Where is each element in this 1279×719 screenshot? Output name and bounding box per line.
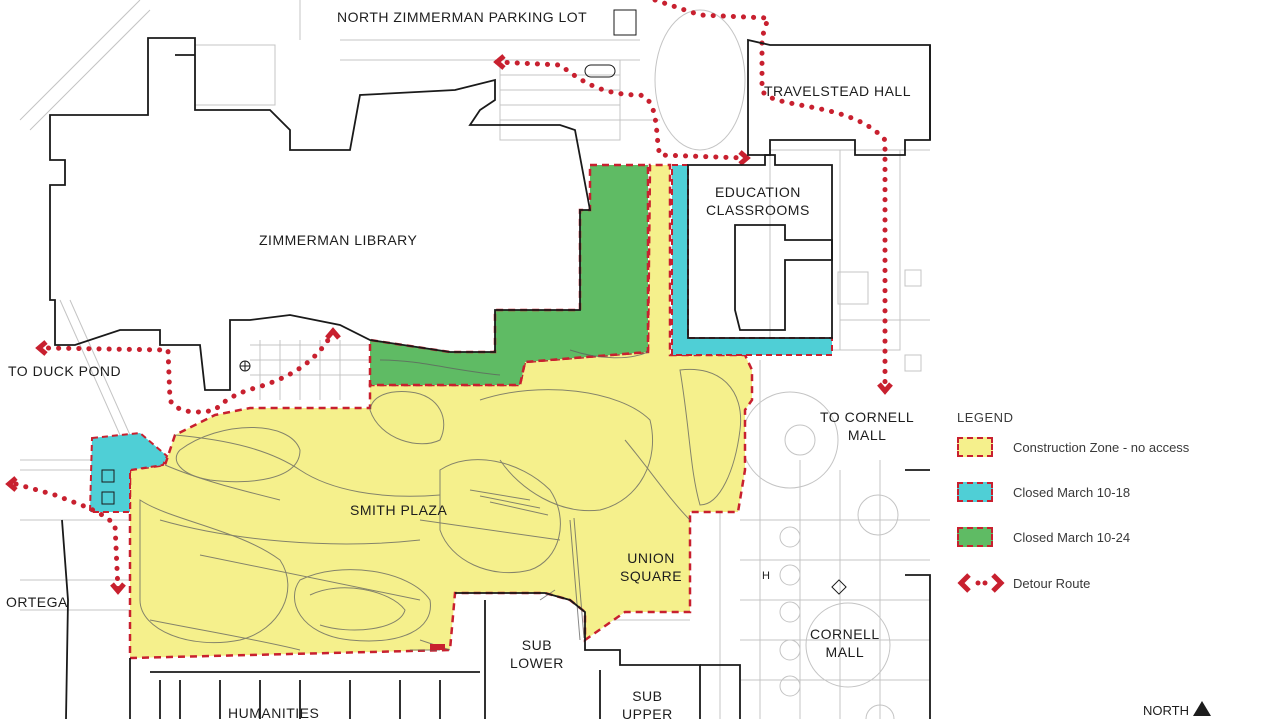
zimmerman-library-outline [49,37,592,391]
label-union-square: UNION SQUARE [620,549,682,585]
label-travelstead-hall: TRAVELSTEAD HALL [764,83,912,99]
travelstead-hall-outline [747,38,931,156]
label-sub-upper-line-1: SUB [632,688,663,704]
legend-item-detour: Detour Route [957,572,1090,594]
label-education-classrooms: EDUCATION CLASSROOMS [706,183,810,219]
label-cornell-mall: CORNELL MALL [810,625,880,661]
north-arrow-icon [1192,701,1211,716]
label-sub-lower-line-2: LOWER [510,655,564,671]
legend-label-detour: Detour Route [1013,575,1091,591]
label-humanities: HUMANITIES [228,705,320,719]
detour-arrowheads [5,54,893,595]
label-ortega: ORTEGA [6,594,68,610]
detour-route [13,0,888,593]
label-to-cornell-line-2: MALL [847,427,887,443]
legend-label-closed-short: Closed March 10-18 [1013,484,1131,500]
label-cornell-mall-line-2: MALL [825,644,865,660]
label-smith-plaza: SMITH PLAZA [350,502,448,518]
north-indicator: NORTH [1143,701,1211,718]
label-zimmerman-library: ZIMMERMAN LIBRARY [259,232,418,248]
site-details [101,9,847,650]
label-education-line-2: CLASSROOMS [706,202,810,218]
detour-arrows-icon [957,573,1005,593]
legend-title: LEGEND [957,410,1014,425]
label-sub-upper-line-2: UPPER [622,706,673,719]
label-education-line-1: EDUCATION [714,184,801,200]
legend-item-closed-long: Closed March 10-24 [957,527,1130,547]
closed-march-10-24-zone [368,163,650,387]
north-label: NORTH [1143,703,1189,718]
building-outlines [49,37,931,719]
label-to-cornell-mall: TO CORNELL MALL [820,408,914,444]
sub-outline [455,592,701,719]
construction-swatch-icon [957,437,993,457]
label-to-duck-pond: TO DUCK POND [8,363,122,379]
legend-label-closed-long: Closed March 10-24 [1013,529,1131,545]
label-h-marker: H [762,570,771,582]
label-cornell-mall-line-1: CORNELL [810,626,880,642]
plaza-linework [139,349,742,651]
label-sub-lower: SUB LOWER [510,636,564,672]
legend-item-closed-short: Closed March 10-18 [957,482,1130,502]
legend-label-construction: Construction Zone - no access [1013,439,1190,455]
label-sub-lower-line-1: SUB [521,637,553,653]
label-north-lot: NORTH ZIMMERMAN PARKING LOT [337,9,588,25]
label-union-line-1: UNION [627,550,675,566]
education-classrooms-outline [687,154,833,339]
label-to-cornell-line-1: TO CORNELL [820,409,915,425]
closed-long-swatch-icon [957,527,993,547]
label-sub-upper: SUB UPPER [622,687,673,719]
label-union-line-2: SQUARE [620,568,683,584]
closed-short-swatch-icon [957,482,993,502]
legend-item-construction: Construction Zone - no access [957,437,1189,457]
